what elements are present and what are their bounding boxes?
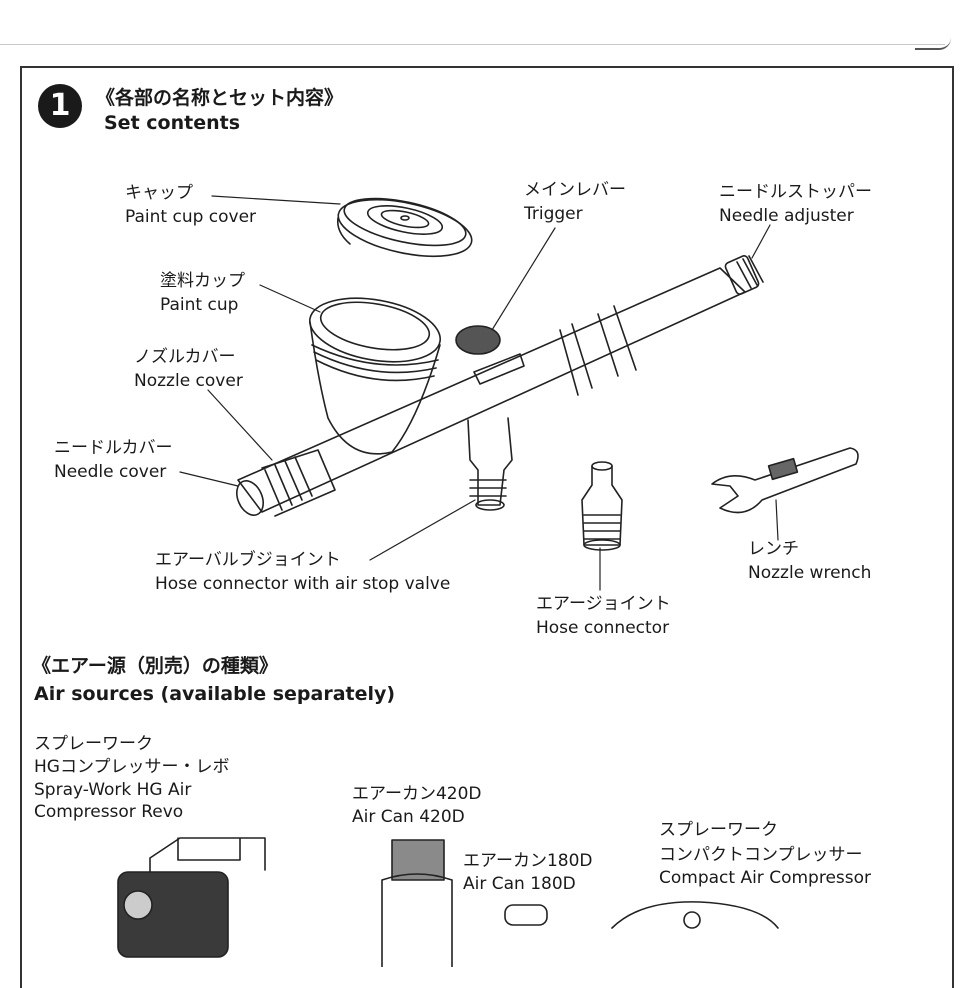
hose-connector-drawing <box>582 462 622 550</box>
paint-cup-drawing <box>305 289 445 454</box>
label-cap-en: Paint cup cover <box>125 207 257 227</box>
paint-cup-cover-drawing <box>333 189 476 266</box>
label-needle-adjuster-en: Needle adjuster <box>719 206 854 226</box>
valve-connector-drawing <box>468 418 512 510</box>
page-top-rule <box>0 44 945 45</box>
label-aircan420-jp: エアーカン420D <box>352 784 482 804</box>
label-needle-cover-jp: ニードルカバー <box>54 438 173 458</box>
label-compact-en: Compact Air Compressor <box>659 868 872 888</box>
label-revo-jp1: スプレーワーク <box>34 734 153 754</box>
label-valve-connector-jp: エアーバルブジョイント <box>155 550 341 570</box>
air-source-sketches <box>118 838 778 967</box>
label-revo-jp2: HGコンプレッサー・レボ <box>34 757 230 777</box>
label-paint-cup-jp: 塗料カップ <box>160 271 245 291</box>
label-trigger-jp: メインレバー <box>524 180 626 200</box>
airbrush-body-drawing <box>232 255 763 520</box>
label-aircan180-en: Air Can 180D <box>463 874 576 894</box>
label-nozzle-cover-jp: ノズルカバー <box>134 347 236 367</box>
label-paint-cup-en: Paint cup <box>160 295 239 315</box>
section1-title-en: Set contents <box>104 112 240 134</box>
page-corner-curl <box>915 38 951 50</box>
label-hose-connector-en: Hose connector <box>536 618 670 638</box>
label-needle-adjuster-jp: ニードルストッパー <box>719 182 872 202</box>
instruction-frame <box>20 66 954 988</box>
label-compact-jp2: コンパクトコンプレッサー <box>659 845 863 865</box>
label-valve-connector-en: Hose connector with air stop valve <box>155 574 451 594</box>
label-revo-en2: Compressor Revo <box>34 802 184 822</box>
section2-title-en: Air sources (available separately) <box>34 683 396 705</box>
label-revo-en1: Spray-Work HG Air <box>34 780 192 800</box>
label-wrench-en: Nozzle wrench <box>748 563 872 583</box>
nozzle-wrench-drawing <box>712 448 858 513</box>
label-wrench-jp: レンチ <box>748 539 799 559</box>
label-nozzle-cover-en: Nozzle cover <box>134 371 243 391</box>
label-aircan420-en: Air Can 420D <box>352 807 465 827</box>
airbrush-illustration <box>0 0 967 967</box>
leader-lines <box>180 196 778 590</box>
section2-title-jp: 《エアー源（別売）の種類》 <box>32 655 278 677</box>
label-hose-connector-jp: エアージョイント <box>536 594 671 614</box>
label-cap-jp: キャップ <box>125 183 193 203</box>
label-trigger-en: Trigger <box>524 204 583 224</box>
label-aircan180-jp: エアーカン180D <box>463 851 593 871</box>
section1-title-jp: 《各部の名称とセット内容》 <box>96 87 344 109</box>
trigger-drawing <box>456 326 524 384</box>
step-number-badge: 1 <box>38 84 82 128</box>
label-needle-cover-en: Needle cover <box>54 462 167 482</box>
label-compact-jp1: スプレーワーク <box>659 820 778 840</box>
